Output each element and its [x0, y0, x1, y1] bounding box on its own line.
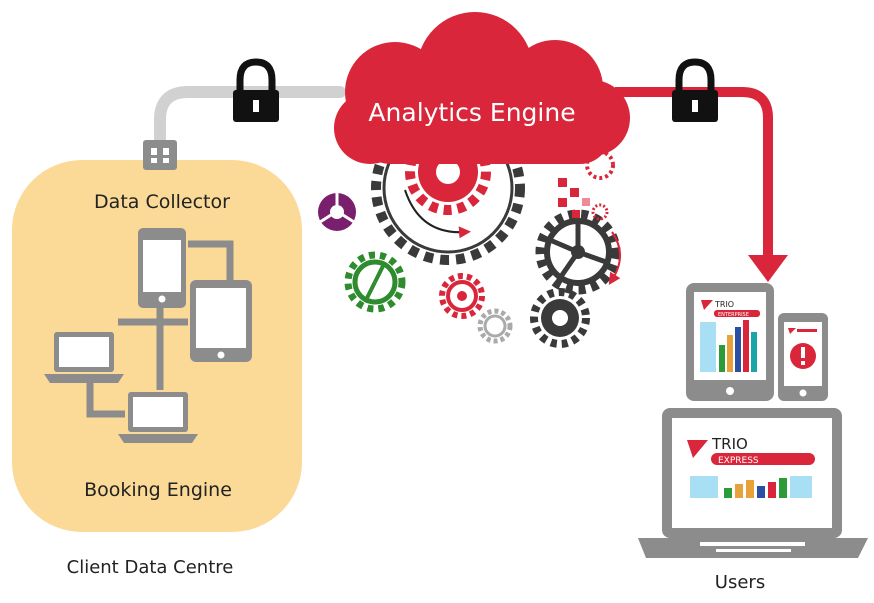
bar-chart-icon: [690, 476, 812, 498]
cloud-label: Analytics Engine: [368, 98, 575, 127]
trio-express-brand: TRIO: [711, 435, 748, 453]
booking-engine-label: Booking Engine: [84, 479, 232, 501]
laptop-icon: [638, 408, 868, 558]
smartphone-icon: [138, 228, 186, 308]
gear-icon: [344, 251, 406, 313]
users-label: Users: [714, 572, 766, 593]
trio-enterprise-banner: [714, 310, 760, 317]
gear-icon: [477, 308, 513, 344]
lock-icon: [233, 58, 279, 122]
gear-icon: [318, 193, 356, 231]
alert-icon: [790, 343, 816, 369]
trio-express-banner: [711, 453, 815, 465]
data-collector-label: Data Collector: [94, 191, 230, 213]
trio-express-sub: EXPRESS: [718, 456, 759, 466]
gear-icon: [439, 273, 485, 319]
lock-icon: [672, 58, 718, 122]
trio-enterprise-brand: TRIO: [714, 300, 734, 309]
tablet-icon: [190, 280, 252, 362]
delivery-arrow-head: [748, 255, 788, 282]
laptop-icon: [118, 392, 198, 443]
laptop-icon: [44, 332, 124, 383]
cloud-icon: [334, 12, 630, 164]
client-network-lines: [86, 240, 234, 418]
gear-icon: [530, 288, 590, 348]
trio-enterprise-sub: ENTERPRISE: [718, 312, 749, 318]
delivery-link-line: [615, 87, 773, 258]
plug-icon: [143, 140, 177, 170]
pixel-cluster: [558, 178, 590, 218]
client-data-centre-label: Client Data Centre: [66, 557, 234, 578]
data-link-line: [154, 86, 346, 158]
gear-icon: [535, 209, 621, 295]
bar-chart-icon: [700, 320, 757, 372]
